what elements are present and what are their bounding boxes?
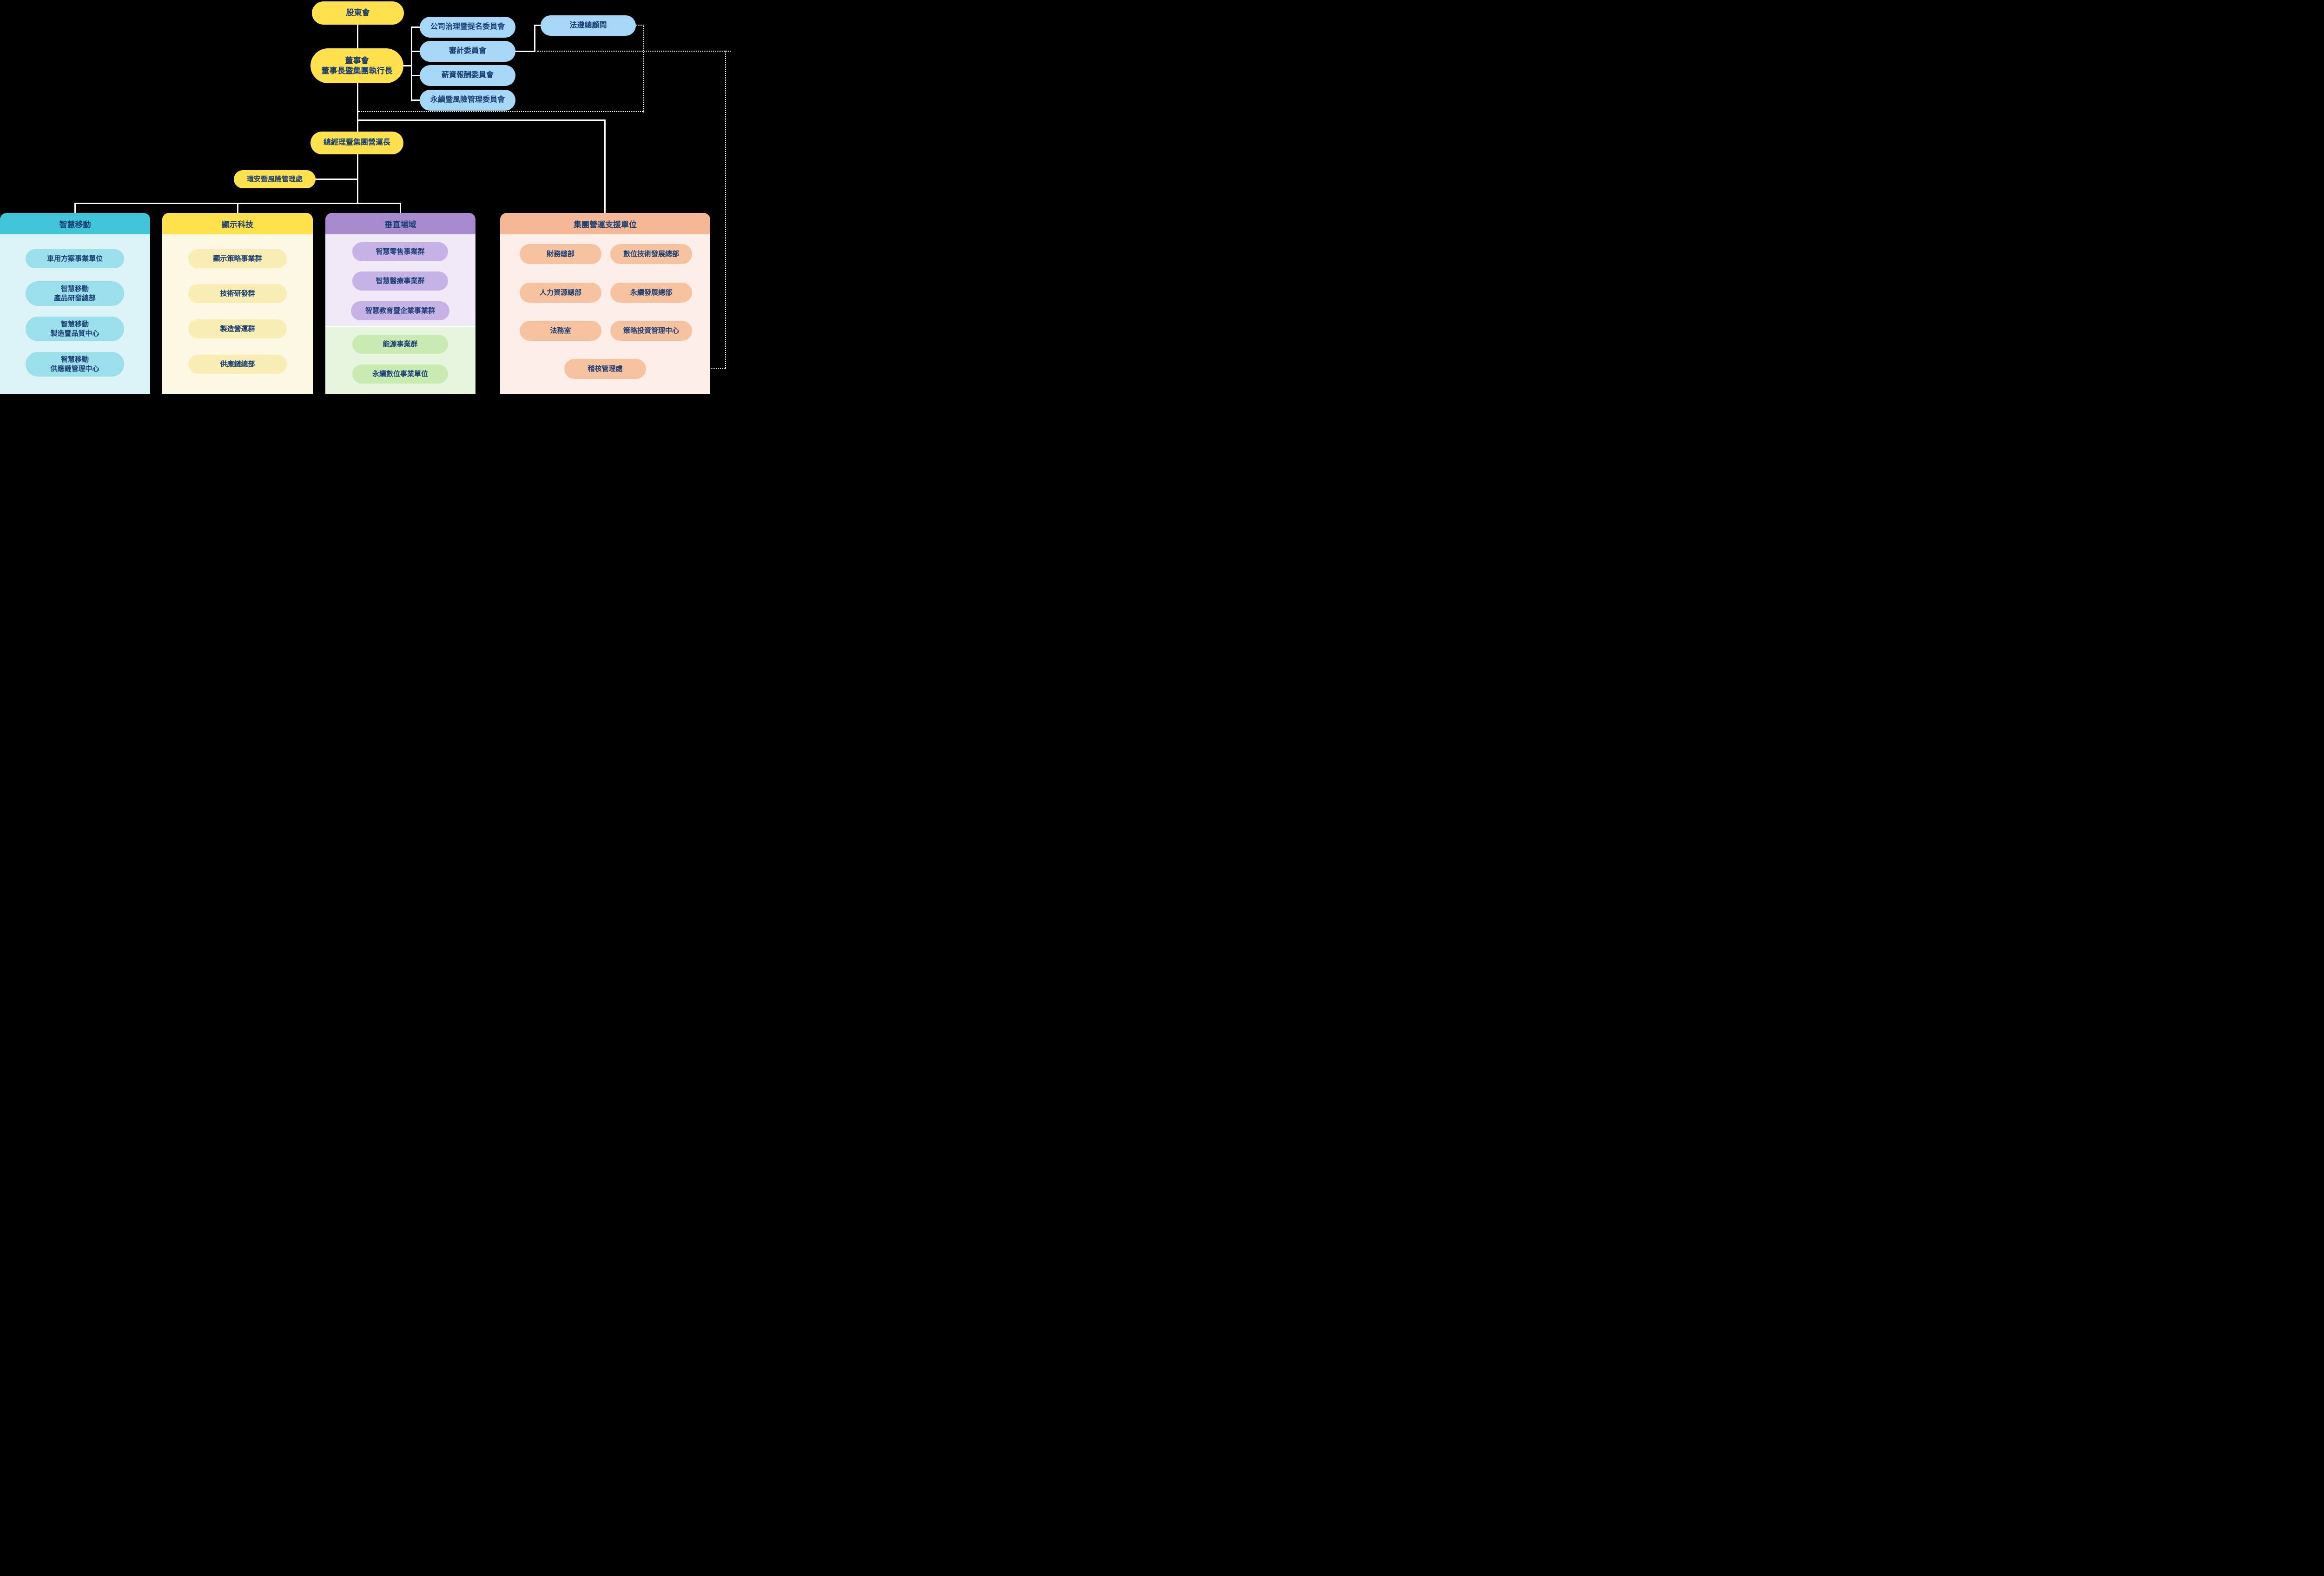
- node-digital-technology-development-hq: 數位技術發展總部: [610, 244, 692, 264]
- node-label-line2: 供應鏈管理中心: [50, 364, 99, 373]
- node-strategic-investment-center: 策略投資管理中心: [610, 321, 692, 341]
- card-smart-mobility: 智慧移動 車用方案事業單位 智慧移動 產品研發總部 智慧移動 製造暨品質中心 智…: [0, 213, 150, 394]
- node-label: 技術研發群: [220, 289, 255, 298]
- node-audit-management-office: 稽核管理處: [564, 359, 646, 379]
- node-label: 公司治理暨提名委員會: [430, 23, 505, 31]
- node-label-line2: 製造暨品質中心: [50, 329, 99, 338]
- node-committee-compensation: 薪資報酬委員會: [420, 65, 515, 86]
- connector-drop-mobility: [74, 203, 76, 213]
- node-label-line1: 智慧移動: [60, 356, 89, 364]
- dotted-connector-audit-line-h: [537, 51, 731, 52]
- node-label: 顯示策略事業群: [213, 254, 262, 263]
- node-mobility-supply-chain-center: 智慧移動 供應鏈管理中心: [26, 352, 124, 377]
- connector-shareholders-board: [357, 24, 358, 49]
- node-label: 總經理暨集團營運長: [323, 139, 390, 147]
- node-president-coo: 總經理暨集團營運長: [310, 132, 403, 154]
- node-display-strategy-group: 顯示策略事業群: [188, 249, 287, 268]
- dotted-connector-compliance-report-h: [358, 111, 644, 112]
- connector-board-coo: [357, 83, 358, 132]
- dotted-connector-compliance-stub: [636, 25, 644, 26]
- node-shareholders-meeting: 股東會: [312, 1, 404, 25]
- card-vertical-domains: 垂直場域 智慧零售事業群 智慧醫療事業群 智慧教育暨企業事業群 能源事業群 永續…: [325, 213, 475, 394]
- node-sustainable-digital-unit: 永續數位事業單位: [352, 364, 448, 384]
- node-label: 人力資源總部: [539, 288, 581, 297]
- connector-branch-support-h: [357, 119, 606, 121]
- node-smart-retail-group: 智慧零售事業群: [352, 242, 448, 261]
- card-group-support-title: 集團營運支援單位: [500, 213, 710, 234]
- connector-coo-down: [357, 154, 358, 204]
- node-technology-rd-group: 技術研發群: [188, 284, 287, 303]
- dotted-connector-compliance-report-v: [643, 25, 644, 113]
- connector-committee-2-stub: [411, 51, 420, 52]
- node-mobility-manufacturing-quality-center: 智慧移動 製造暨品質中心: [26, 317, 124, 341]
- node-label: 法遵總顧問: [569, 21, 607, 29]
- node-automotive-solutions-unit: 車用方案事業單位: [26, 249, 124, 268]
- node-legal-office: 法務室: [520, 321, 601, 341]
- node-committee-governance-nomination: 公司治理暨提名委員會: [420, 17, 515, 38]
- connector-compliance-stub: [534, 25, 541, 26]
- node-label-line1: 董事會: [345, 56, 369, 65]
- node-supply-chain-hq: 供應鏈總部: [188, 355, 287, 374]
- card-vertical-domains-title: 垂直場域: [325, 213, 475, 234]
- node-mobility-product-rd-hq: 智慧移動 產品研發總部: [26, 281, 124, 306]
- node-label-line1: 車用方案事業單位: [46, 254, 103, 263]
- node-label: 智慧教育暨企業事業群: [365, 306, 435, 315]
- node-label: 智慧醫療事業群: [376, 277, 425, 285]
- org-chart-canvas: 股東會 董事會 董事長暨集團執行長 公司治理暨提名委員會 審計委員會 薪資報酬委…: [0, 0, 732, 394]
- node-chief-compliance-advisor: 法遵總顧問: [541, 15, 636, 36]
- node-label: 智慧零售事業群: [376, 247, 425, 256]
- connector-audit-compliance-h: [515, 51, 535, 52]
- connector-committee-4-stub: [411, 99, 420, 101]
- node-manufacturing-operations-group: 製造營運群: [188, 319, 287, 338]
- connector-drop-vertical: [400, 203, 401, 213]
- connector-ehs: [316, 179, 357, 180]
- node-label-line1: 智慧移動: [60, 320, 89, 329]
- node-label: 財務總部: [546, 250, 574, 258]
- node-label: 供應鏈總部: [220, 360, 255, 368]
- connector-audit-compliance-v: [534, 25, 535, 52]
- node-smart-education-enterprise-group: 智慧教育暨企業事業群: [351, 301, 449, 320]
- node-human-resources-hq: 人力資源總部: [520, 283, 601, 303]
- node-label: 審計委員會: [449, 47, 486, 55]
- node-board-of-directors: 董事會 董事長暨集團執行長: [310, 48, 403, 83]
- node-sustainability-development-hq: 永續發展總部: [610, 283, 692, 303]
- node-label: 永續暨風險管理委員會: [430, 96, 505, 104]
- node-label: 永續數位事業單位: [372, 370, 428, 378]
- connector-committee-bracket: [411, 26, 412, 101]
- node-finance-hq: 財務總部: [520, 244, 601, 264]
- node-label-line2: 產品研發總部: [53, 294, 96, 302]
- node-label: 稽核管理處: [588, 364, 623, 373]
- card-display-technology: 顯示科技 顯示策略事業群 技術研發群 製造營運群 供應鏈總部: [162, 213, 313, 394]
- node-label-line1: 智慧移動: [60, 285, 89, 293]
- card-smart-mobility-title: 智慧移動: [0, 213, 150, 234]
- node-label: 股東會: [346, 8, 370, 18]
- node-label: 薪資報酬委員會: [441, 71, 494, 79]
- connector-committee-1-stub: [411, 26, 420, 28]
- node-energy-group: 能源事業群: [352, 335, 448, 354]
- connector-board-bracket: [403, 65, 411, 66]
- node-label: 數位技術發展總部: [623, 250, 679, 258]
- node-committee-sustainability-risk: 永續暨風險管理委員會: [420, 90, 515, 111]
- connector-drop-display: [237, 203, 238, 213]
- node-label: 能源事業群: [383, 340, 418, 348]
- connector-branch-support-v: [604, 119, 606, 213]
- node-ehs-risk-office: 環安暨風險管理處: [234, 170, 316, 188]
- node-label: 環安暨風險管理處: [246, 175, 303, 183]
- node-label: 法務室: [550, 326, 571, 335]
- card-display-technology-title: 顯示科技: [162, 213, 313, 234]
- connector-committee-3-stub: [411, 75, 420, 76]
- section-divider: [325, 326, 475, 327]
- node-label-line2: 董事長暨集團執行長: [321, 66, 393, 75]
- node-committee-audit: 審計委員會: [420, 41, 515, 62]
- node-label: 製造營運群: [220, 324, 255, 333]
- dotted-connector-audit-line-v: [725, 51, 726, 368]
- node-label: 永續發展總部: [630, 288, 672, 297]
- card-group-support-units: 集團營運支援單位 財務總部 數位技術發展總部 人力資源總部 永續發展總部 法務室…: [500, 213, 710, 394]
- node-label: 策略投資管理中心: [623, 326, 679, 335]
- node-smart-healthcare-group: 智慧醫療事業群: [352, 271, 448, 291]
